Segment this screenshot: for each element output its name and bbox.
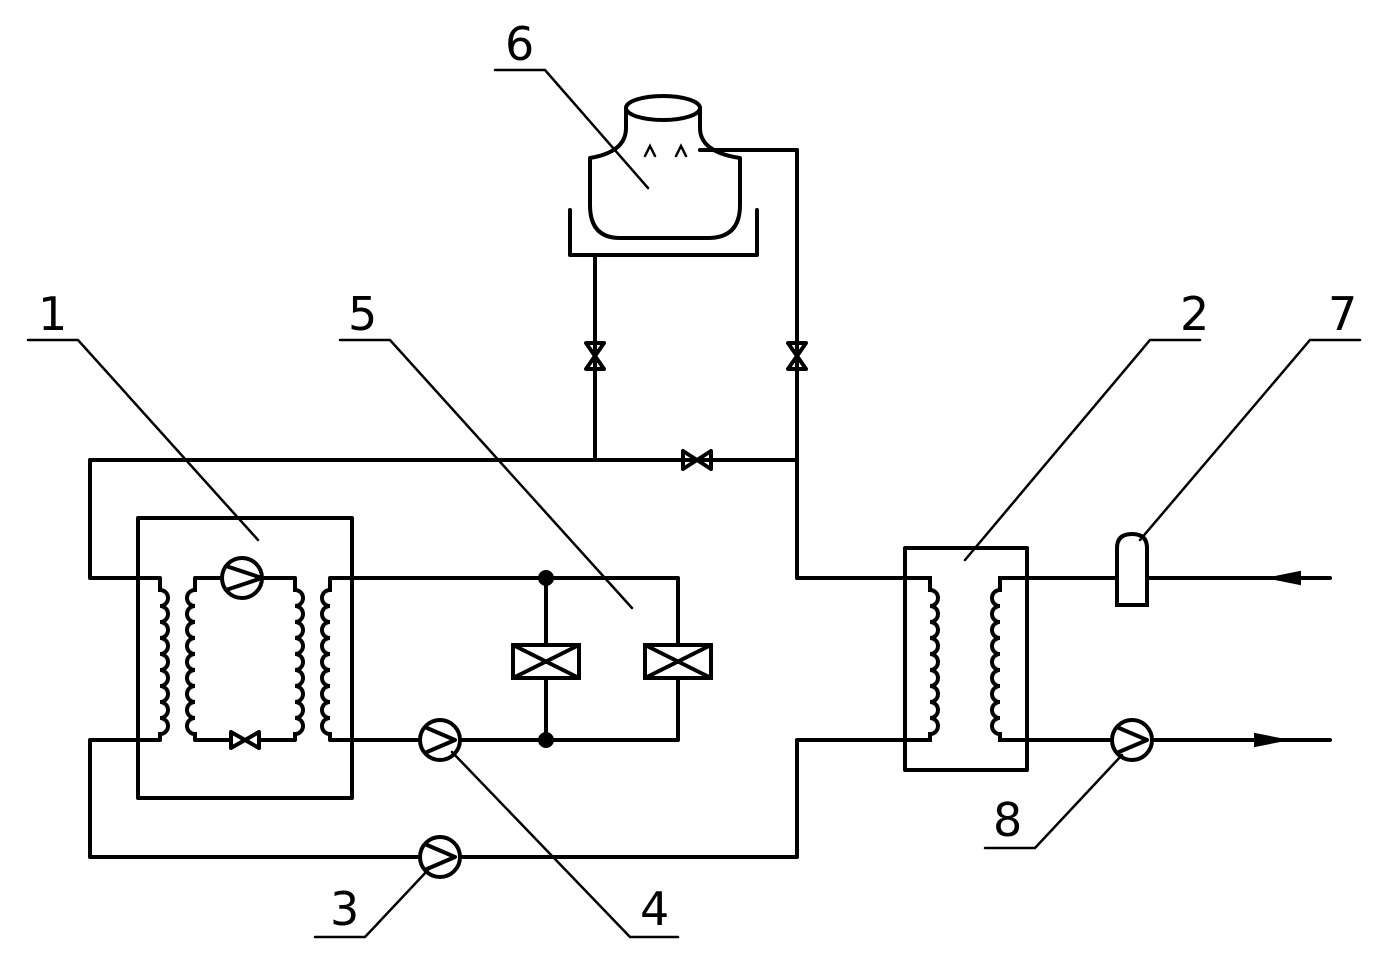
storage-unit <box>511 570 713 748</box>
pump-4-icon <box>418 718 462 762</box>
expansion-tank <box>1115 531 1149 607</box>
cooling-tower <box>568 94 799 257</box>
pump-3-icon <box>418 835 462 879</box>
expansion-valve-icon <box>229 730 261 750</box>
valve-header <box>681 449 713 471</box>
label-6: 6 <box>505 17 534 71</box>
label-2: 2 <box>1180 287 1209 341</box>
heat-pump-unit <box>136 516 354 800</box>
heat-exchanger <box>903 546 1029 772</box>
label-4: 4 <box>640 882 669 936</box>
flow-arrow-out-icon <box>1254 732 1286 748</box>
pump-8-icon <box>1110 718 1154 762</box>
valve-tower-right <box>786 341 808 371</box>
label-1: 1 <box>38 287 67 341</box>
label-3: 3 <box>330 882 359 936</box>
flow-arrow-in-icon <box>1269 570 1301 586</box>
label-8: 8 <box>993 793 1022 847</box>
label-7: 7 <box>1328 287 1357 341</box>
label-5: 5 <box>348 287 377 341</box>
valve-tower-left <box>584 341 606 371</box>
compressor-icon <box>220 556 264 600</box>
leader-lines <box>26 68 1362 939</box>
